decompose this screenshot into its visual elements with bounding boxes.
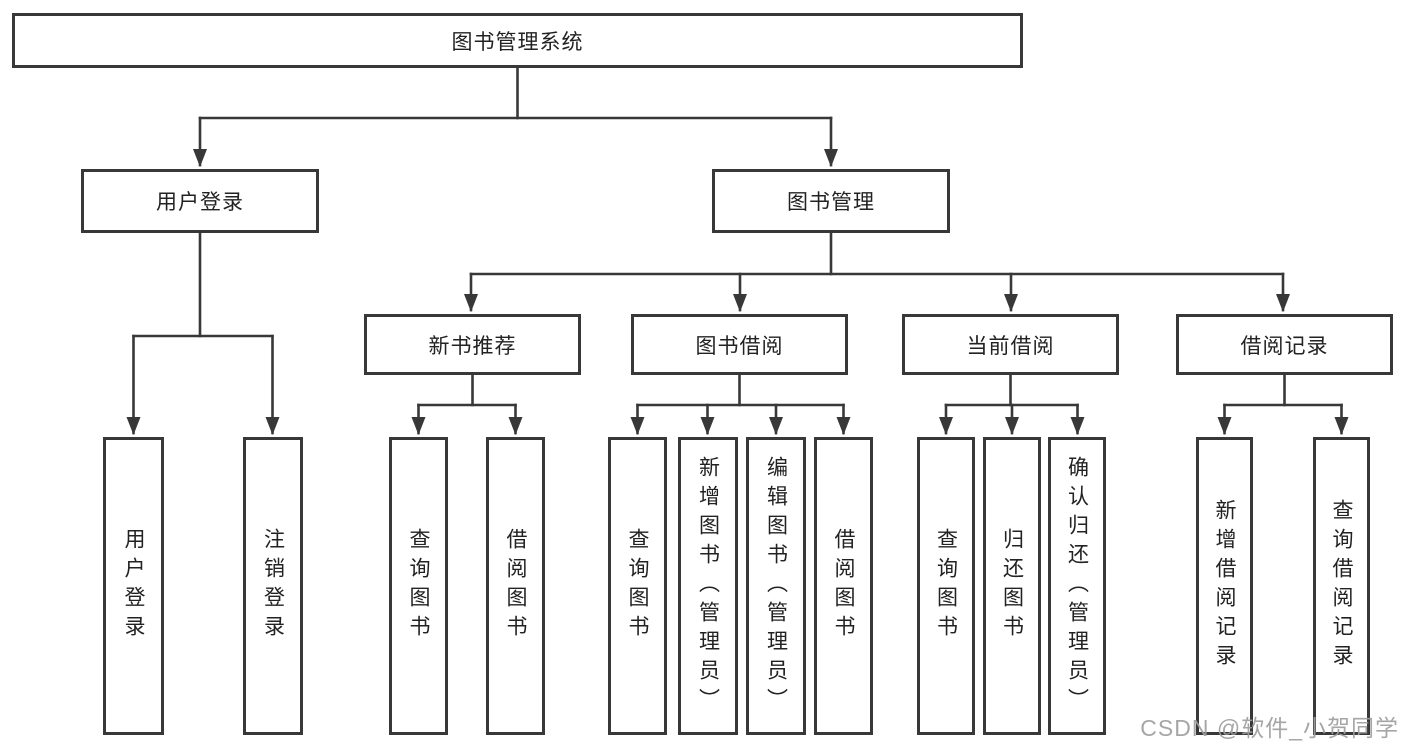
leaf-query-books-recommend-label: 查询图书 <box>407 528 430 644</box>
node-library-system: 图书管理系统 <box>12 13 1023 68</box>
leaf-logout-label: 注销登录 <box>261 528 285 644</box>
leaf-query-books-recommend: 查询图书 <box>389 437 448 735</box>
csdn-watermark: CSDN @软件_小贺同学 <box>1140 715 1399 741</box>
node-new-book-recommend: 新书推荐 <box>364 314 581 375</box>
leaf-edit-book-admin: 编辑图书（管理员） <box>746 437 806 735</box>
node-book-borrow-label: 图书借阅 <box>695 334 784 358</box>
node-new-book-recommend-label: 新书推荐 <box>428 334 517 358</box>
leaf-query-books-current: 查询图书 <box>917 437 975 735</box>
leaf-return-books: 归还图书 <box>983 437 1041 735</box>
leaf-confirm-return-admin: 确认归还（管理员） <box>1048 437 1106 735</box>
leaf-query-borrow-record-label: 查询借阅记录 <box>1330 499 1353 673</box>
leaf-borrow-books-recommend-label: 借阅图书 <box>504 528 527 644</box>
leaf-user-login: 用户登录 <box>103 437 164 735</box>
leaf-add-book-admin: 新增图书（管理员） <box>678 437 738 735</box>
leaf-confirm-return-admin-label: 确认归还（管理员） <box>1065 455 1089 717</box>
node-current-borrow: 当前借阅 <box>902 314 1119 375</box>
leaf-add-borrow-record: 新增借阅记录 <box>1196 437 1253 735</box>
leaf-query-books-borrow: 查询图书 <box>608 437 667 735</box>
node-user-login-label: 用户登录 <box>156 191 244 214</box>
leaf-query-books-borrow-label: 查询图书 <box>626 528 649 644</box>
node-current-borrow-label: 当前借阅 <box>966 334 1055 358</box>
leaf-query-books-current-label: 查询图书 <box>934 528 958 644</box>
leaf-add-book-admin-label: 新增图书（管理员） <box>696 455 720 717</box>
leaf-borrow-books: 借阅图书 <box>814 437 873 735</box>
node-borrow-records: 借阅记录 <box>1176 314 1393 375</box>
node-book-management-label: 图书管理 <box>787 191 875 214</box>
node-library-system-label: 图书管理系统 <box>451 30 584 54</box>
node-book-borrow: 图书借阅 <box>631 314 848 375</box>
leaf-add-borrow-record-label: 新增借阅记录 <box>1213 499 1236 673</box>
leaf-return-books-label: 归还图书 <box>1000 528 1024 644</box>
leaf-edit-book-admin-label: 编辑图书（管理员） <box>764 455 788 717</box>
leaf-borrow-books-label: 借阅图书 <box>832 528 855 644</box>
leaf-borrow-books-recommend: 借阅图书 <box>486 437 545 735</box>
node-book-management: 图书管理 <box>712 169 950 233</box>
leaf-logout: 注销登录 <box>243 437 303 735</box>
leaf-query-borrow-record: 查询借阅记录 <box>1313 437 1370 735</box>
node-borrow-records-label: 借阅记录 <box>1240 334 1329 358</box>
leaf-user-login-label: 用户登录 <box>122 528 145 644</box>
node-user-login: 用户登录 <box>81 169 319 233</box>
